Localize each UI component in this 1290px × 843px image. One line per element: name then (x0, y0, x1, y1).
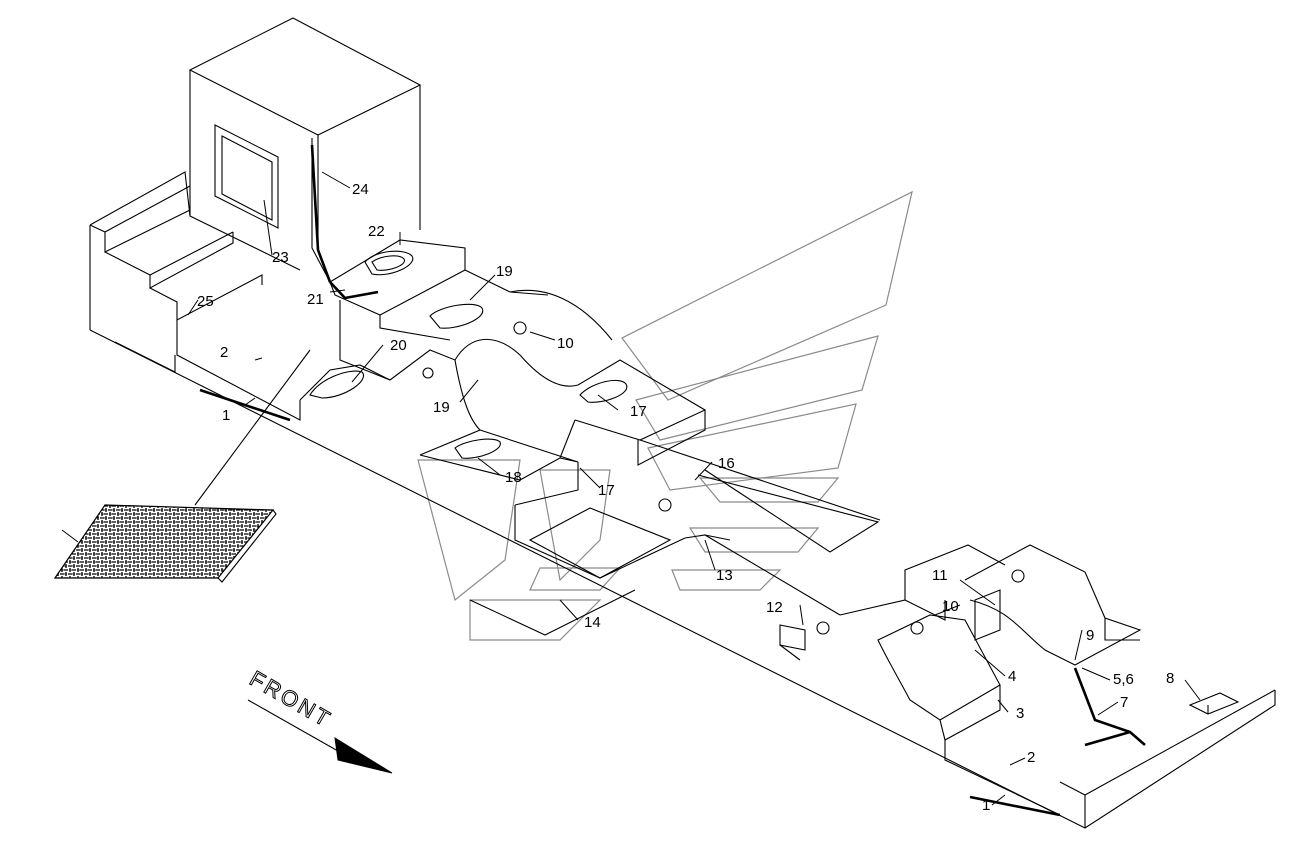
watermark-logo (417, 190, 913, 641)
callout-2-left: 2 (220, 344, 228, 361)
floor-mat (53, 349, 311, 583)
callout-19-upper: 19 (496, 263, 513, 280)
callout-8: 8 (1166, 670, 1174, 687)
callout-18: 19 (433, 399, 450, 416)
callout-23: 23 (272, 249, 289, 266)
floor-assembly (89, 17, 1276, 829)
callout-13: 13 (716, 567, 733, 584)
callout-21: 22 (368, 223, 385, 240)
callout-1-left: 1 (222, 407, 230, 424)
front-label: FRONT (246, 666, 337, 733)
leader-lines (61, 171, 1201, 806)
callout-15: 17 (598, 482, 615, 499)
callout-24: 25 (197, 293, 214, 310)
front-direction-arrow: FRONT (245, 665, 393, 774)
callout-1-right: 1 (982, 797, 990, 814)
callout-7: 7 (1120, 694, 1128, 711)
callout-10-lower: 10 (942, 598, 959, 615)
callout-labels: 24 23 25 22 19 21 20 2 1 10 19 17 18 17 … (197, 181, 1174, 814)
callout-2-right: 2 (1027, 749, 1035, 766)
callout-14: 14 (584, 614, 601, 631)
callout-4: 4 (1008, 668, 1016, 685)
callout-12: 12 (766, 599, 783, 616)
callout-3: 3 (1016, 705, 1024, 722)
callout-22: 24 (352, 181, 369, 198)
callout-10-upper: 10 (557, 335, 574, 352)
callout-20: 21 (307, 291, 324, 308)
callout-19-lower: 20 (390, 337, 407, 354)
callout-17-upper: 17 (630, 403, 647, 420)
callout-5-6: 5,6 (1113, 671, 1134, 688)
callout-17-lower: 18 (505, 469, 522, 486)
callout-11: 11 (932, 567, 948, 584)
callout-16: 16 (718, 455, 735, 472)
callout-9: 9 (1086, 627, 1094, 644)
